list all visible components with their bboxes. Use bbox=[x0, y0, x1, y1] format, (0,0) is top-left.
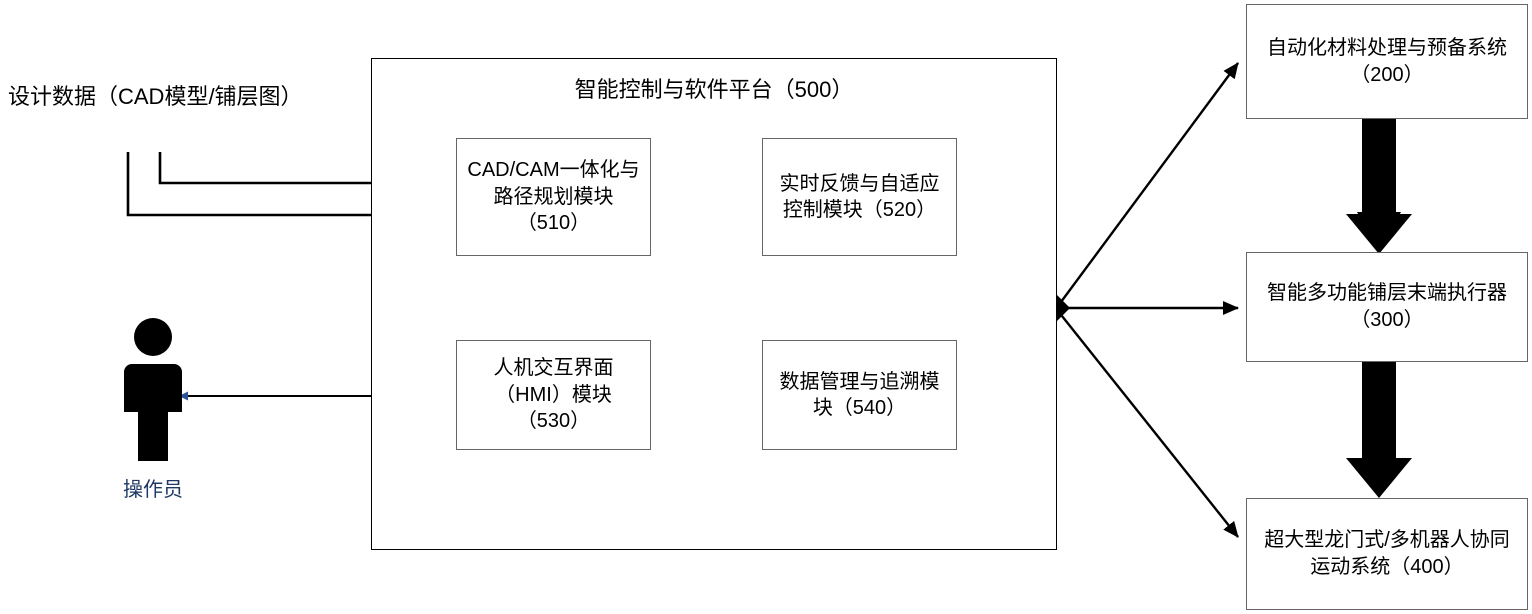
subsystem-400[interactable]: 超大型龙门式/多机器人协同运动系统（400） bbox=[1246, 498, 1528, 610]
subsystem-300[interactable]: 智能多功能铺层末端执行器（300） bbox=[1246, 252, 1528, 362]
connector-to-subsystem-400 bbox=[1057, 310, 1239, 538]
subsystem-200-label: 自动化材料处理与预备系统（200） bbox=[1267, 36, 1507, 86]
person-icon bbox=[124, 318, 182, 461]
module-510-label: CAD/CAM一体化与路径规划模块（510） bbox=[467, 159, 640, 235]
platform-500-container bbox=[371, 58, 1057, 550]
connector-to-subsystem-200 bbox=[1057, 62, 1239, 307]
subsystem-200[interactable]: 自动化材料处理与预备系统（200） bbox=[1246, 4, 1528, 119]
module-520-label: 实时反馈与自适应控制模块（520） bbox=[779, 172, 940, 221]
module-540[interactable]: 数据管理与追溯模块（540） bbox=[762, 340, 957, 450]
subsystem-400-label: 超大型龙门式/多机器人协同运动系统（400） bbox=[1264, 529, 1510, 578]
design-data-label: 设计数据（CAD模型/铺层图） bbox=[8, 84, 303, 109]
module-540-label: 数据管理与追溯模块（540） bbox=[779, 370, 940, 419]
operator-label: 操作员 bbox=[123, 479, 183, 501]
connector-200-300 bbox=[1346, 118, 1412, 254]
module-530-label: 人机交互界面（HMI）模块（530） bbox=[493, 357, 614, 433]
module-530[interactable]: 人机交互界面（HMI）模块（530） bbox=[456, 340, 651, 450]
module-510[interactable]: CAD/CAM一体化与路径规划模块（510） bbox=[456, 138, 651, 256]
subsystem-300-label: 智能多功能铺层末端执行器（300） bbox=[1267, 282, 1507, 331]
connector-300-400 bbox=[1346, 362, 1412, 498]
operator-figure bbox=[118, 318, 188, 463]
module-520[interactable]: 实时反馈与自适应控制模块（520） bbox=[762, 138, 957, 256]
platform-500-title: 智能控制与软件平台（500） bbox=[574, 77, 854, 102]
